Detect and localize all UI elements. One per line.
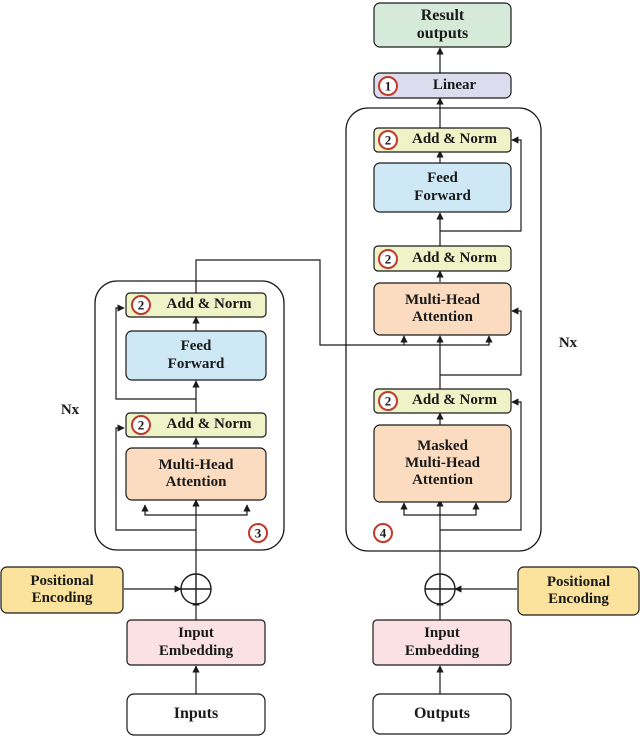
outputs-label: Outputs <box>413 704 471 722</box>
result-outputs-label: Result outputs <box>416 6 469 42</box>
encoder-repeat-label: Nx <box>60 402 80 419</box>
encoder-add-norm-top-label: Add & Norm <box>166 296 252 313</box>
decoder-masked-attention-label: Masked Multi-Head Attention <box>405 437 480 489</box>
result-outputs-box <box>373 2 512 48</box>
decoder-positional-encoding-box <box>517 566 640 616</box>
badge-ring <box>131 415 151 435</box>
inputs-label: Inputs <box>173 705 219 723</box>
decoder-add-norm-top-box <box>373 127 512 153</box>
encoder-attention-label: Multi-Head Attention <box>158 456 234 490</box>
linear-label: Linear <box>432 76 477 93</box>
outputs-box <box>372 693 512 735</box>
encoder-add-norm-bottom-label: Add & Norm <box>166 416 252 433</box>
decoder-feed-forward-label: Feed Forward <box>414 170 471 204</box>
badge-ring <box>378 130 398 150</box>
encoder-feed-forward-label: Feed Forward <box>167 338 225 372</box>
encoder-add-norm-top-box <box>125 292 267 318</box>
linear-box <box>373 72 512 99</box>
decoder-add-norm-bottom-label: Add & Norm <box>412 392 497 409</box>
decoder-add-norm-bottom-box <box>373 388 512 414</box>
encoder-add-norm-bottom-box <box>125 412 267 438</box>
decoder-positional-encoding-label: Positional Encoding <box>546 573 611 607</box>
badge-ring <box>131 295 151 315</box>
decoder-sum-node <box>424 573 456 605</box>
inputs-box <box>126 693 266 736</box>
encoder-stack-badge: 3 <box>255 526 262 541</box>
encoder-positional-encoding-label: Positional Encoding <box>30 572 94 606</box>
badge-ring <box>248 523 268 543</box>
encoder-input-embedding-box <box>126 619 266 666</box>
decoder-add-norm-bottom-badge: 2 <box>385 394 392 409</box>
encoder-sum-node <box>180 573 212 605</box>
badge-ring <box>373 523 393 543</box>
decoder-add-norm-mid-label: Add & Norm <box>412 249 497 266</box>
encoder-stack-frame <box>94 280 285 551</box>
decoder-cross-attention-label: Multi-Head Attention <box>405 291 480 325</box>
decoder-add-norm-top-badge: 2 <box>385 133 392 148</box>
decoder-add-norm-top-label: Add & Norm <box>412 131 497 148</box>
decoder-repeat-label: Nx <box>558 335 578 352</box>
decoder-cross-attention-box <box>373 282 512 336</box>
badge-ring <box>378 249 398 269</box>
encoder-add-norm-top-badge: 2 <box>138 298 145 313</box>
encoder-attention-box <box>125 447 267 501</box>
decoder-add-norm-mid-badge: 2 <box>385 252 392 267</box>
encoder-add-norm-bottom-badge: 2 <box>138 418 145 433</box>
decoder-add-norm-mid-box <box>373 245 512 272</box>
decoder-input-embedding-box <box>372 619 512 666</box>
decoder-masked-attention-box <box>373 424 512 503</box>
encoder-positional-encoding-box <box>0 566 124 614</box>
decoder-stack-frame <box>345 107 542 552</box>
decoder-feed-forward-box <box>373 162 512 213</box>
badge-ring <box>378 391 398 411</box>
linear-badge: 1 <box>385 79 392 94</box>
badge-ring <box>378 76 398 96</box>
encoder-input-embedding-label: Input Embedding <box>158 625 234 659</box>
decoder-input-embedding-label: Input Embedding <box>404 625 480 659</box>
decoder-stack-badge: 4 <box>380 526 387 541</box>
encoder-feed-forward-box <box>125 330 267 381</box>
